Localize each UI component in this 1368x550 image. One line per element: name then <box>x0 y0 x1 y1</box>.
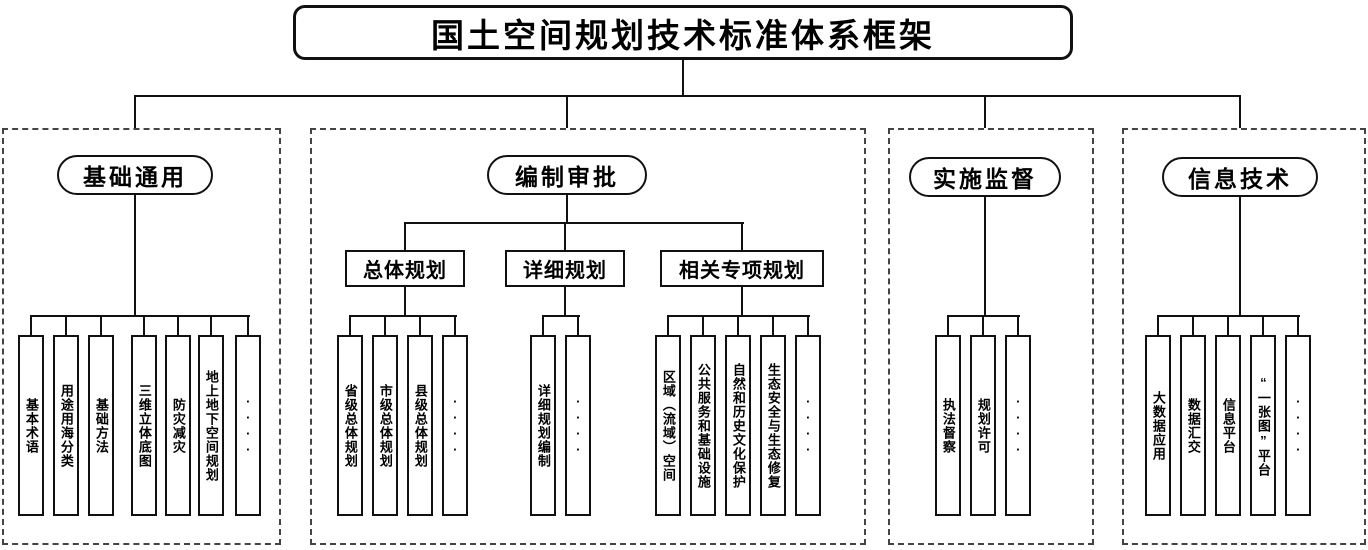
subbranch-xiangguan-zhuanxiang-guihua: 相关专项规划 <box>660 250 824 287</box>
leaf-sg3-ellipsis: ···· <box>795 335 821 516</box>
leaf-g1-ellipsis: ···· <box>235 335 261 516</box>
leaf-quyu-liuyu-kongjian: 区域（流域）空间 <box>655 335 681 516</box>
connector-sg1-drop <box>454 315 456 335</box>
connector-sg1-stem <box>404 287 406 317</box>
connector-sg1-drop <box>384 315 386 335</box>
connector-g1-drop <box>210 315 212 335</box>
connector-g1-drop <box>30 315 32 335</box>
leaf-guihua-xuke: 规划许可 <box>970 335 996 516</box>
leaf-gonggong-fuwu-jichu-sheshi: 公共服务和基础设施 <box>690 335 716 516</box>
leaf-ziran-lishi-wenhua-baohu: 自然和历史文化保护 <box>725 335 751 516</box>
connector-sg3-drop <box>772 315 774 335</box>
connector-sg1-drop <box>349 315 351 335</box>
leaf-xiangxi-guihua-bianzhi: 详细规划编制 <box>530 335 556 516</box>
connector-g2-drop-mid1 <box>404 222 406 250</box>
branch-bianzhi-shenpi: 编制审批 <box>487 155 647 195</box>
leaf-xinxi-pingtai: 信息平台 <box>1215 335 1241 516</box>
connector-g2-rail <box>405 222 744 224</box>
connector-sg1-drop <box>419 315 421 335</box>
connector-sg3-drop <box>737 315 739 335</box>
leaf-xianji-zongti-guihua: 县级总体规划 <box>407 335 433 516</box>
connector-drop-group4 <box>1239 95 1241 160</box>
connector-sg2-drop <box>542 315 544 335</box>
subbranch-zongti-guihua: 总体规划 <box>345 250 465 287</box>
connector-sg3-drop <box>667 315 669 335</box>
leaf-dashuju-yingyong: 大数据应用 <box>1145 335 1171 516</box>
connector-g4-drop <box>1297 315 1299 335</box>
connector-g4-drop <box>1227 315 1229 335</box>
connector-g3-stem <box>984 197 986 317</box>
connector-trunk <box>682 60 684 96</box>
leaf-jiben-shuyu: 基本术语 <box>18 335 44 516</box>
leaf-zhifa-ducha: 执法督察 <box>935 335 961 516</box>
connector-sg3-drop <box>807 315 809 335</box>
connector-g3-drop <box>947 315 949 335</box>
leaf-g4-ellipsis: ···· <box>1285 335 1311 516</box>
connector-g4-drop <box>1157 315 1159 335</box>
connector-g3-drop <box>982 315 984 335</box>
connector-sg2-drop <box>577 315 579 335</box>
connector-sg3-stem <box>741 287 743 317</box>
branch-xinxi-jishu: 信息技术 <box>1162 157 1318 197</box>
connector-g2-drop-mid3 <box>741 222 743 250</box>
connector-g1-drop <box>247 315 249 335</box>
connector-g1-drop <box>100 315 102 335</box>
connector-g1-rail <box>31 315 250 317</box>
leaf-yizhangtu-pingtai: “一张图”平台 <box>1250 335 1276 516</box>
connector-sg1-rail <box>350 315 457 317</box>
leaf-jichu-fangfa: 基础方法 <box>88 335 114 516</box>
connector-g1-stem <box>134 195 136 317</box>
connector-g2-stem <box>566 195 568 224</box>
connector-main-horizontal <box>134 95 1241 97</box>
leaf-shiji-zongti-guihua: 市级总体规划 <box>372 335 398 516</box>
connector-sg2-stem <box>564 287 566 317</box>
connector-g1-drop <box>177 315 179 335</box>
connector-g4-rail <box>1158 315 1300 317</box>
subbranch-xiangxi-guihua: 详细规划 <box>505 250 625 287</box>
diagram-title: 国土空间规划技术标准体系框架 <box>293 5 1073 60</box>
connector-g1-drop <box>143 315 145 335</box>
leaf-sanwei-liti-ditu: 三维立体底图 <box>131 335 157 516</box>
branch-shishi-jiandu: 实施监督 <box>909 157 1061 197</box>
connector-drop-group1 <box>134 95 136 157</box>
leaf-shuju-huijiao: 数据汇交 <box>1180 335 1206 516</box>
connector-g2-drop-mid2 <box>564 222 566 250</box>
connector-sg2-rail <box>543 315 580 317</box>
connector-g1-drop <box>65 315 67 335</box>
connector-sg3-drop <box>702 315 704 335</box>
leaf-fangzai-jianzai: 防灾减灾 <box>165 335 191 516</box>
branch-jichu-tongyong: 基础通用 <box>57 155 213 195</box>
leaf-sg2-ellipsis: ···· <box>565 335 591 516</box>
connector-drop-group3 <box>984 95 986 160</box>
leaf-yongtu-yonghai-fenlei: 用途用海分类 <box>53 335 79 516</box>
connector-g4-drop <box>1192 315 1194 335</box>
connector-g4-drop <box>1262 315 1264 335</box>
connector-g3-rail <box>948 315 1020 317</box>
connector-sg3-rail <box>668 315 810 317</box>
leaf-shengtai-anquan-xiufu: 生态安全与生态修复 <box>760 335 786 516</box>
connector-drop-group2 <box>566 95 568 157</box>
leaf-sg1-ellipsis: ···· <box>442 335 468 516</box>
leaf-dishang-dixia-kongjian: 地上地下空间规划 <box>198 335 224 516</box>
leaf-shengji-zongti-guihua: 省级总体规划 <box>337 335 363 516</box>
leaf-g3-ellipsis: ···· <box>1005 335 1031 516</box>
connector-g3-drop <box>1017 315 1019 335</box>
connector-g4-stem <box>1239 197 1241 317</box>
